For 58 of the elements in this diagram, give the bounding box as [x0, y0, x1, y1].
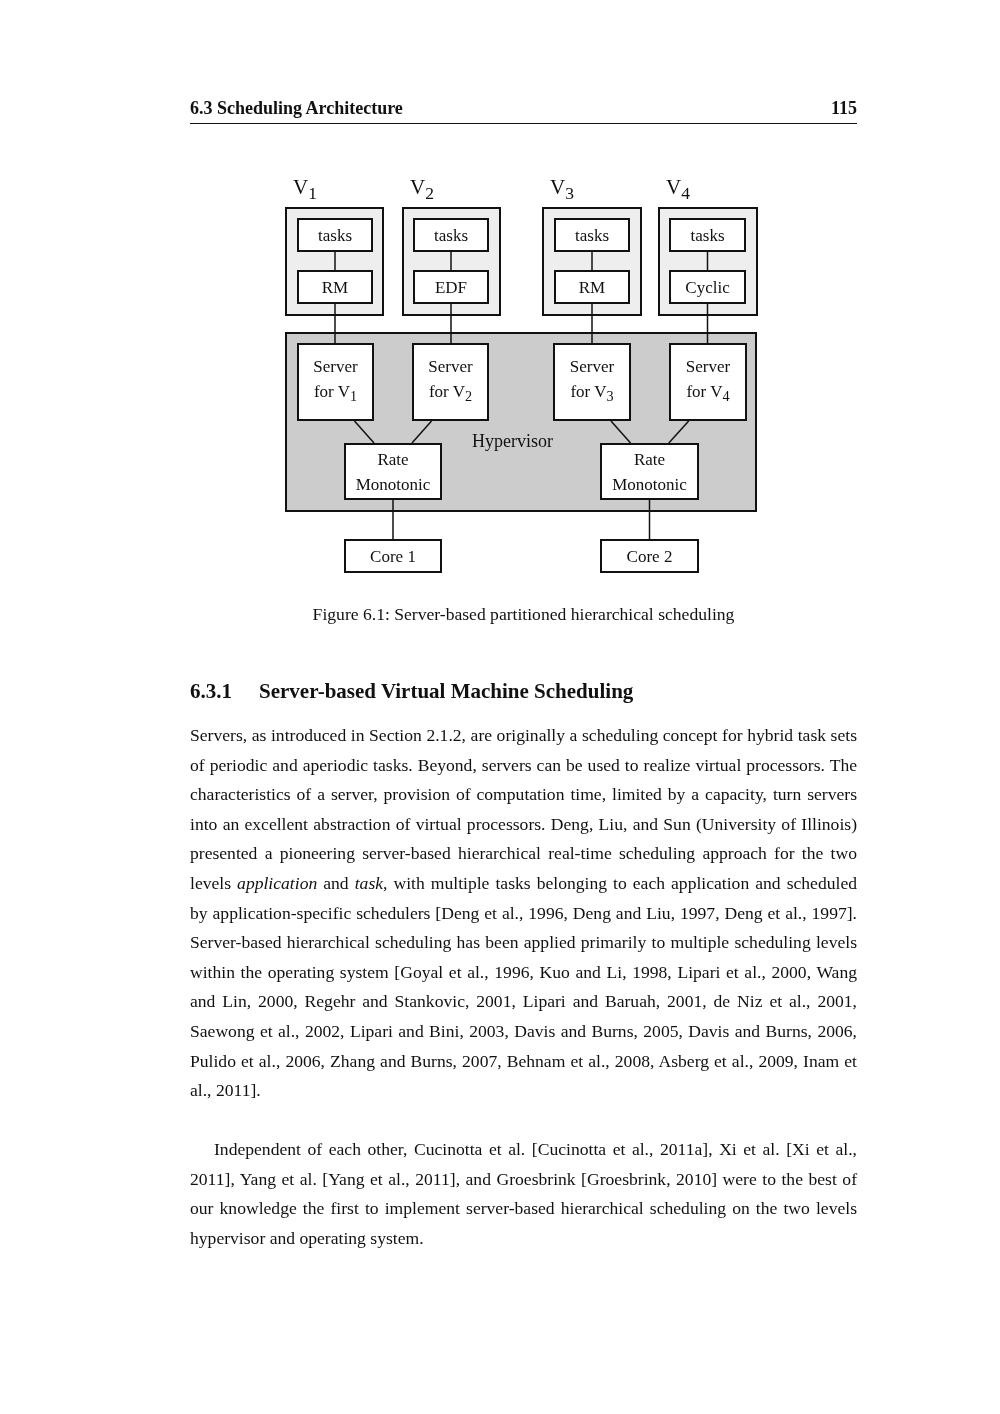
- connector-line: [591, 251, 593, 271]
- connector-line: [450, 251, 452, 271]
- scheduler-box: [554, 270, 630, 304]
- running-header: 6.3 Scheduling Architecture: [190, 98, 403, 119]
- connector-line: [591, 303, 593, 344]
- connector-line: [392, 499, 394, 540]
- scheduler-box: [344, 443, 442, 500]
- node-label: tasks: [318, 224, 352, 247]
- scheduler-box: [669, 343, 747, 421]
- node-label: Rate Monotonic: [611, 448, 688, 496]
- connector-line: [334, 251, 336, 271]
- hypervisor-box: [285, 332, 757, 512]
- connector-line: [450, 303, 452, 344]
- scheduler-box: [413, 270, 489, 304]
- scheduler-box: [554, 218, 630, 252]
- body-paragraph: Servers, as introduced in Section 2.1.2, are originally a scheduling concept for hybrid task sets of periodic and aperiodic tasks. Beyond, servers can be used to realize virtual processors. The characteristics of a server, provision of computation time, limited by a capacity, turn servers into an excellent abstraction of virtual processors. Deng, Liu, and Sun (University of Illinois) presented a pioneering server-based hierarchical real-time scheduling approach for the two levels application and task, with multiple tasks belonging to each application and scheduled by application-specific schedulers [Deng et al., 1996, Deng and Liu, 1997, Deng et al., 1997]. Server-based hierarchical scheduling has been applied primarily to multiple scheduling levels within the operating system [Goyal et al., 1996, Kuo and Li, 1998, Lipari et al., 2000, Wang and Lin, 2000, Regehr and Stankovic, 2001, Lipari and Baruah, 2001, de Niz et al., 2001, Saewong et al., 2002, Lipari and Bini, 2003, Davis and Burns, 2005, Davis and Burns, 2006, Pulido et al., 2006, Zhang and Burns, 2007, Behnam et al., 2008, Asberg et al., 2009, Inam et al., 2011].: [190, 724, 857, 1103]
- scheduler-box: [600, 443, 699, 500]
- node-label: Rate Monotonic: [354, 448, 432, 496]
- section-number: 6.3.1: [190, 679, 232, 704]
- scheduler-box: [297, 343, 374, 421]
- vm-label: V$_{2}$: [410, 175, 434, 206]
- scheduler-box: [669, 270, 746, 304]
- scheduler-box: [413, 218, 489, 252]
- node-label: Server for V$_{1}$: [312, 356, 359, 407]
- node-label: Server for V$_{4}$: [684, 356, 732, 407]
- figure-caption: Figure 6.1: Server-based partitioned hierarchical scheduling: [311, 604, 736, 625]
- hypervisor-label: Hypervisor: [472, 430, 553, 453]
- node-label: tasks: [434, 224, 468, 247]
- node-label: Core 1: [370, 545, 416, 568]
- node-label: EDF: [434, 276, 468, 299]
- scheduler-box: [412, 343, 489, 421]
- connector-line: [411, 420, 433, 444]
- scheduler-box: [344, 539, 442, 573]
- node-label: Server for V$_{3}$: [568, 356, 616, 407]
- connector-line: [668, 420, 690, 444]
- vm-label: V$_{3}$: [550, 175, 574, 206]
- connector-line: [706, 303, 709, 344]
- node-label: Server for V$_{2}$: [427, 356, 474, 407]
- connector-line: [334, 303, 336, 344]
- node-label: RM: [321, 276, 349, 299]
- connector-line: [610, 420, 632, 444]
- scheduler-box: [600, 539, 699, 573]
- node-label: Core 2: [626, 545, 673, 568]
- scheduler-box: [669, 218, 746, 252]
- node-label: Cyclic: [685, 276, 730, 299]
- scheduler-box: [297, 270, 373, 304]
- connector-line: [648, 499, 651, 540]
- vm-label: V$_{1}$: [293, 175, 317, 206]
- scheduler-box: [553, 343, 631, 421]
- body-paragraph: Independent of each other, Cucinotta et al. [Cucinotta et al., 2011a], Xi et al. [Xi et al., 2011], Yang et al. [Yang et al., 2011], and Groesbrink [Groesbrink, 2010] were to the best of our knowledge the first to implement server-based hierarchical scheduling on the two levels hypervisor and operating system.: [190, 1138, 857, 1250]
- node-label: RM: [578, 276, 606, 299]
- scheduler-box: [297, 218, 373, 252]
- node-label: tasks: [690, 224, 725, 247]
- node-label: tasks: [575, 224, 609, 247]
- page-number: 115: [830, 98, 857, 119]
- vm-label: V$_{4}$: [666, 175, 690, 206]
- section-heading: Server-based Virtual Machine Scheduling: [259, 679, 634, 704]
- connector-line: [353, 420, 375, 444]
